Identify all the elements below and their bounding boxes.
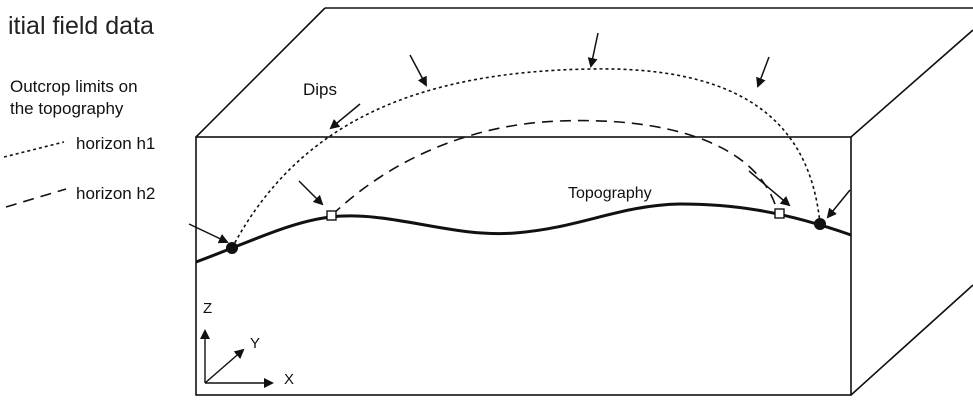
y-axis-arrow xyxy=(204,348,245,384)
h1-outcrop-left-marker xyxy=(226,242,238,254)
topography-line xyxy=(195,202,852,264)
dip-arrow xyxy=(298,180,324,206)
figure-title: itial field data xyxy=(8,12,154,40)
horizon-h2-trace xyxy=(331,119,779,216)
topography-label: Topography xyxy=(568,185,652,202)
horizon-h1-trace xyxy=(231,68,821,249)
dip-arrow xyxy=(587,32,599,68)
legend-dotted-line-icon xyxy=(3,141,65,158)
block-top-right-edge xyxy=(850,29,973,138)
dip-arrow xyxy=(329,103,361,130)
block-top-left-edge xyxy=(195,7,326,138)
h2-outcrop-left-marker xyxy=(326,210,337,221)
legend-item-horizon-h2: horizon h2 xyxy=(76,184,156,203)
dip-arrow xyxy=(748,170,791,207)
y-axis-label: Y xyxy=(250,335,261,352)
legend-header-line1: Outcrop limits on xyxy=(10,77,138,96)
dip-arrow xyxy=(409,54,427,87)
block-front-face xyxy=(195,136,852,396)
h2-outcrop-right-marker xyxy=(774,208,785,219)
legend-header-line2: the topography xyxy=(10,99,124,118)
coordinate-axes xyxy=(200,329,274,388)
dips-label: Dips xyxy=(303,80,338,99)
dip-arrows xyxy=(188,32,851,244)
x-axis-label: X xyxy=(284,371,295,388)
z-axis-label: Z xyxy=(203,300,213,317)
h1-outcrop-right-marker xyxy=(814,218,826,230)
dip-arrow xyxy=(826,189,851,219)
block-outline xyxy=(195,7,973,396)
legend-item-horizon-h1: horizon h1 xyxy=(76,134,156,153)
dip-arrow xyxy=(756,56,770,88)
dip-arrow xyxy=(188,223,229,244)
legend-dashed-line-icon xyxy=(5,188,67,208)
legend-header: Outcrop limits on the topography xyxy=(10,76,138,120)
block-bottom-right-edge xyxy=(850,284,973,396)
